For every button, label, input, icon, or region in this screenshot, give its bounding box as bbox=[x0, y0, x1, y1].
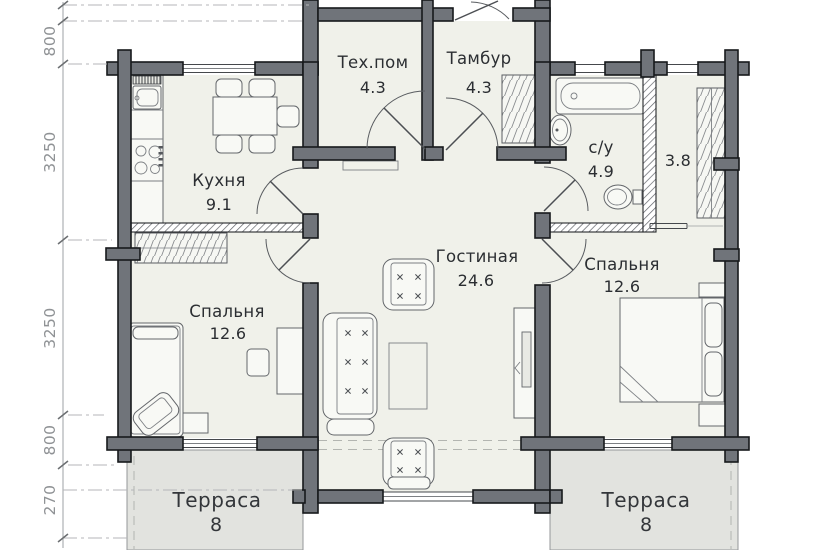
terrace-left-area bbox=[126, 449, 304, 550]
sofa bbox=[322, 312, 378, 436]
armchair-top bbox=[382, 258, 435, 311]
tv-unit bbox=[513, 307, 537, 419]
door-bedroom-left bbox=[265, 238, 311, 284]
door-vestibule bbox=[445, 97, 499, 151]
room-area-tech: 4.3 bbox=[360, 78, 386, 97]
dimension-chain bbox=[57, 0, 310, 548]
vestibule-wardrobe bbox=[501, 74, 538, 144]
room-area-living: 24.6 bbox=[458, 271, 495, 290]
dining-table-set bbox=[212, 78, 300, 154]
bed-double bbox=[619, 297, 725, 403]
bedroom-left-wardrobe bbox=[134, 232, 228, 264]
toilet bbox=[603, 184, 643, 210]
armchair-bay bbox=[382, 437, 435, 490]
room-area-vestibule: 4.3 bbox=[466, 78, 492, 97]
room-label-living: Гостиная bbox=[436, 247, 519, 266]
door-bathroom bbox=[543, 166, 589, 212]
room-label-bathroom: с/у bbox=[588, 138, 613, 157]
room-area-bathroom: 4.9 bbox=[588, 162, 614, 181]
room-area-terrace-left: 8 bbox=[210, 514, 222, 536]
dim-800-top: 800 bbox=[41, 25, 59, 56]
door-entrance bbox=[454, 0, 510, 21]
room-area-storage: 3.8 bbox=[665, 151, 691, 170]
room-label-terrace-right: Терраса bbox=[601, 488, 691, 512]
doors bbox=[256, 0, 589, 284]
dim-3250-lower: 3250 bbox=[41, 307, 59, 348]
room-label-bedroom-left: Спальня bbox=[189, 302, 265, 321]
radiator bbox=[342, 160, 399, 171]
coffee-table bbox=[388, 342, 428, 410]
room-area-bedroom-left: 12.6 bbox=[210, 324, 247, 343]
room-label-terrace-left: Терраса bbox=[172, 488, 262, 512]
room-area-bedroom-right: 12.6 bbox=[604, 277, 641, 296]
stove bbox=[134, 145, 163, 175]
walls bbox=[105, 0, 750, 514]
dim-3250-upper: 3250 bbox=[41, 131, 59, 172]
nightstand bbox=[698, 403, 726, 427]
desk bbox=[276, 327, 306, 395]
hatched-partitions bbox=[130, 74, 723, 233]
storage-wardrobe bbox=[696, 87, 727, 219]
nightstand bbox=[182, 412, 209, 434]
bathtub bbox=[555, 77, 646, 115]
room-area-terrace-right: 8 bbox=[640, 514, 652, 536]
dim-270: 270 bbox=[41, 484, 59, 515]
room-area-kitchen: 9.1 bbox=[206, 195, 232, 214]
nightstand bbox=[698, 282, 726, 298]
door-bedroom-right bbox=[541, 238, 587, 284]
kitchen-sink bbox=[132, 85, 162, 110]
dim-800-bottom: 800 bbox=[41, 424, 59, 455]
desk-chair bbox=[246, 348, 270, 377]
room-label-vestibule: Тамбур bbox=[446, 49, 512, 68]
room-label-kitchen: Кухня bbox=[192, 171, 245, 190]
door-kitchen bbox=[256, 167, 304, 215]
wash-basin bbox=[548, 114, 572, 146]
chaise-chair bbox=[132, 392, 180, 436]
room-label-tech: Тех.пом bbox=[337, 53, 409, 72]
door-tech-room bbox=[366, 90, 426, 150]
room-label-bedroom-right: Спальня bbox=[584, 255, 660, 274]
terrace-right-area bbox=[549, 449, 739, 550]
